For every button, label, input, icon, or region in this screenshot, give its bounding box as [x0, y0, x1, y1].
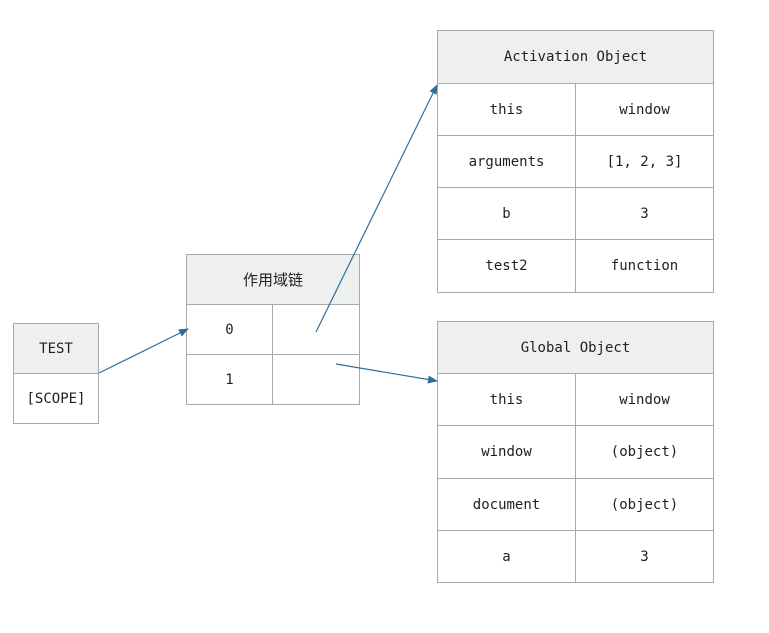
scope-chain-index-1: 1: [187, 355, 273, 404]
test-box-scope: [SCOPE]: [26, 390, 86, 407]
global-row-value: window: [576, 374, 713, 426]
global-row-key: document: [438, 479, 576, 531]
global-row-key: this: [438, 374, 576, 426]
activation-row-value: function: [610, 258, 679, 274]
activation-row-key: this: [438, 84, 576, 136]
scope-chain-slot-0: [273, 305, 359, 355]
global-row-key: a: [438, 531, 576, 582]
global-row-value: 3: [640, 548, 649, 565]
test-box: TEST [SCOPE]: [13, 323, 99, 424]
global-row-value: (object): [576, 479, 713, 531]
scope-chain-box: 作用域链 0 1: [186, 254, 360, 405]
arrow-test-to-scope-chain: [98, 328, 189, 374]
activation-row-key: arguments: [438, 136, 576, 188]
activation-row-value: [1, 2, 3]: [576, 136, 713, 188]
global-object-box: Global Object this window window (object…: [437, 321, 714, 583]
global-object-title: Global Object: [438, 322, 713, 374]
test-box-title: TEST: [14, 324, 98, 374]
global-row-key: window: [438, 426, 576, 479]
activation-row-key: test2: [438, 240, 576, 292]
activation-row-value: 3: [576, 188, 713, 240]
activation-object-box: Activation Object this window arguments …: [437, 30, 714, 293]
activation-object-title: Activation Object: [438, 31, 713, 84]
activation-row-value: window: [576, 84, 713, 136]
scope-chain-title: 作用域链: [187, 255, 359, 305]
global-row-value: (object): [576, 426, 713, 479]
activation-row-key: b: [438, 188, 576, 240]
scope-chain-slot-1: [273, 355, 359, 404]
scope-chain-index-0: 0: [187, 305, 273, 355]
